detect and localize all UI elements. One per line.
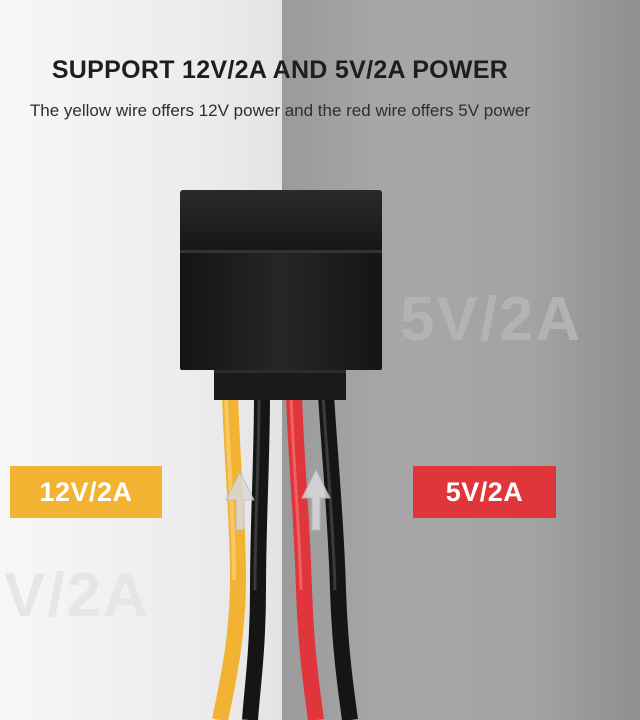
up-arrow-left-icon xyxy=(225,470,255,531)
up-arrow-right-icon xyxy=(301,468,331,531)
watermark-5v: 5V/2A xyxy=(400,285,583,354)
black-wire-right xyxy=(318,394,358,720)
red-wire xyxy=(286,394,324,720)
label-12v-2a: 12V/2A xyxy=(10,466,162,518)
black-wire-left xyxy=(242,394,270,720)
subheadline: The yellow wire offers 12V power and the… xyxy=(29,101,531,120)
sata-connector xyxy=(180,190,382,400)
label-5v-2a: 5V/2A xyxy=(413,466,556,518)
headline: SUPPORT 12V/2A AND 5V/2A POWER xyxy=(51,56,509,84)
yellow-wire xyxy=(212,394,247,720)
watermark-12v: V/2A xyxy=(4,561,150,630)
